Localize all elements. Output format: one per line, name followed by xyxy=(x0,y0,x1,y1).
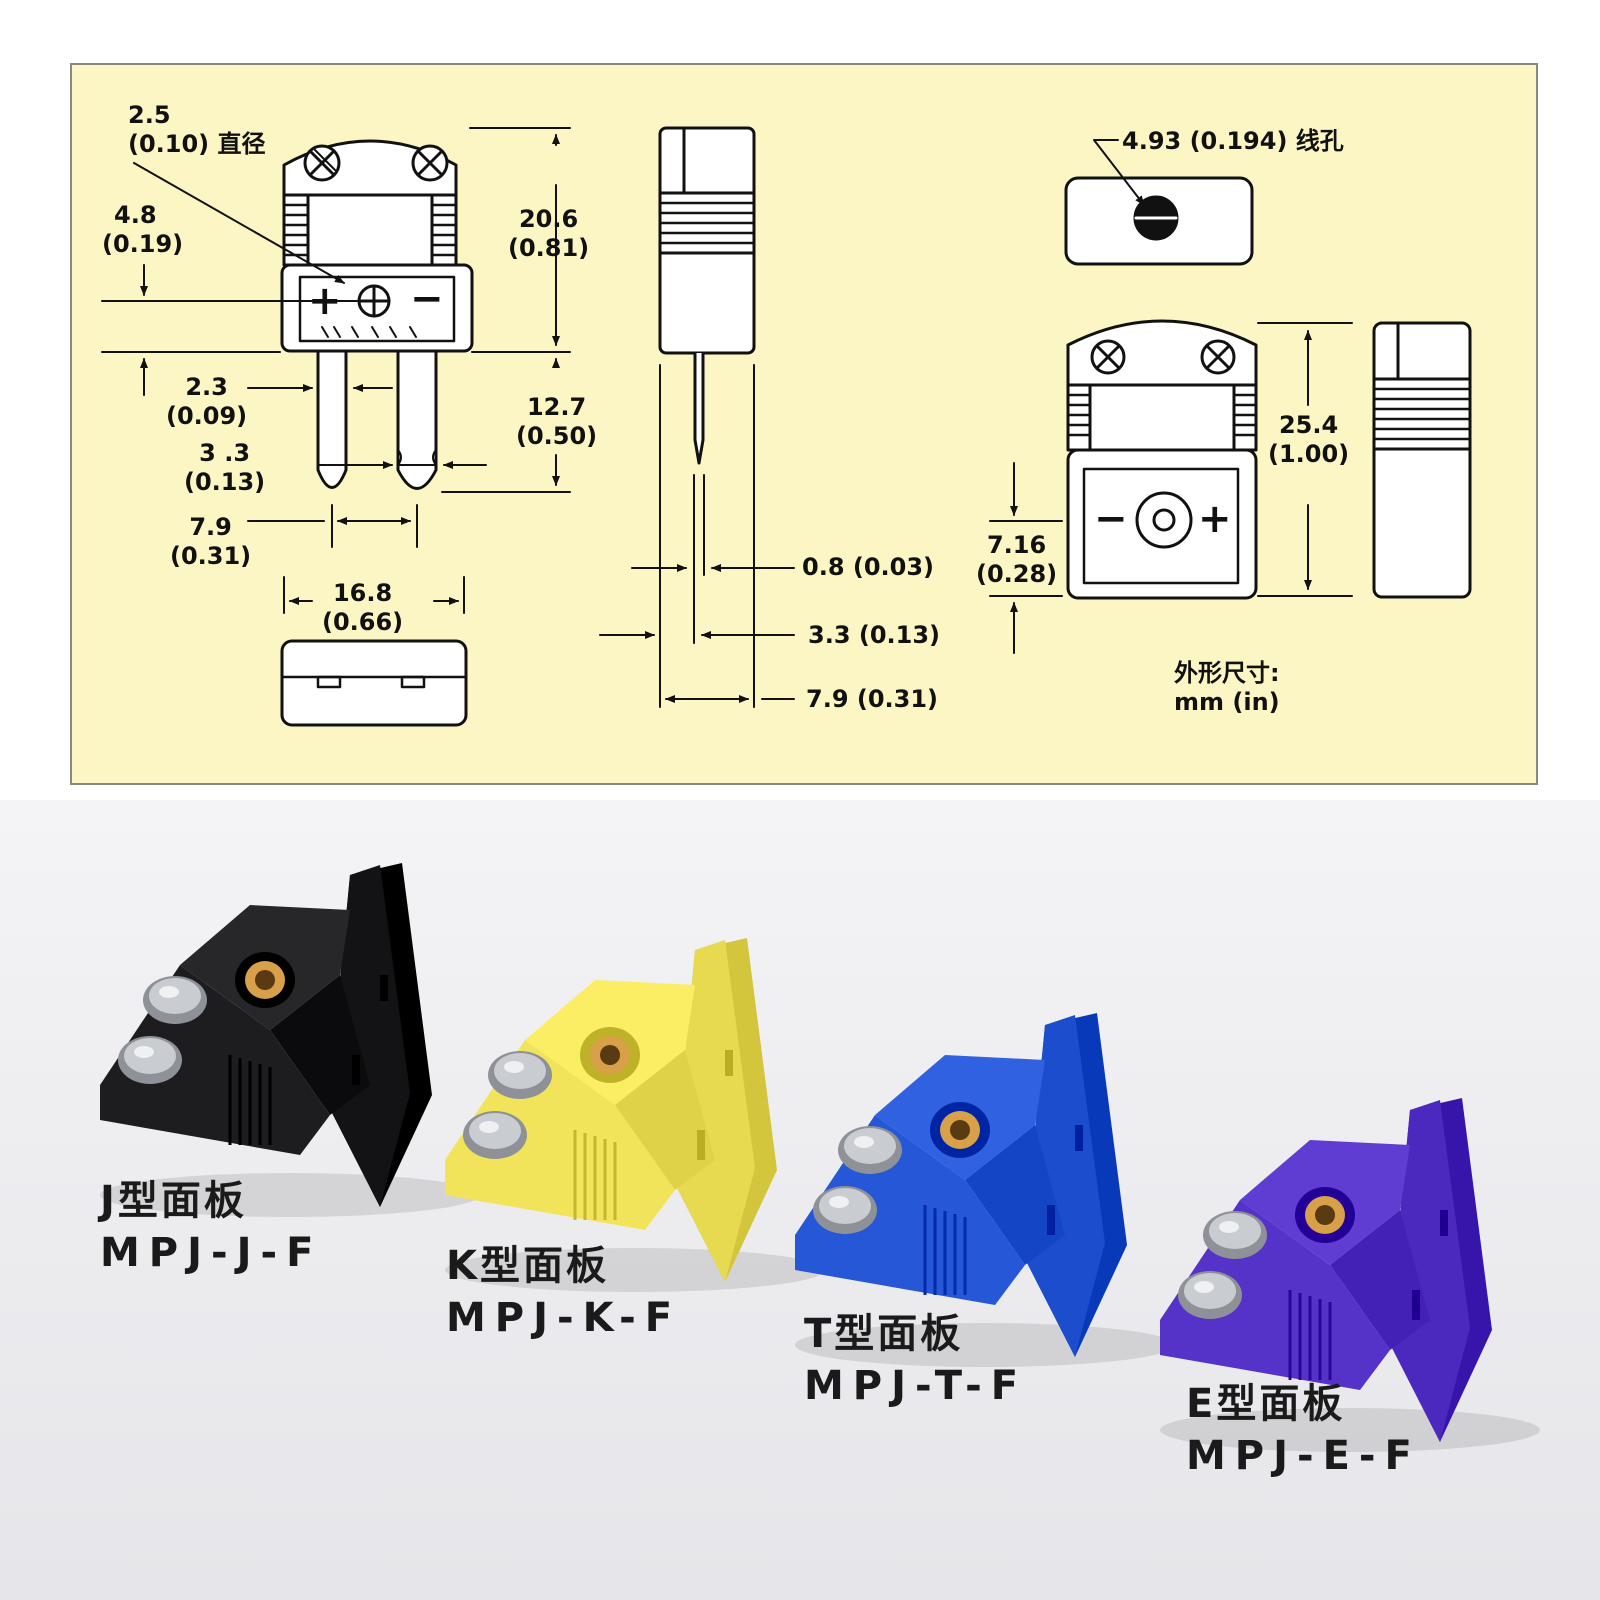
dim-25-4: 25.4(1.00) xyxy=(1268,411,1350,468)
dim-20-6: 20.6(0.81) xyxy=(508,205,590,262)
dim-7-16: 7.16(0.28) xyxy=(976,531,1058,588)
connector-illustrations xyxy=(100,863,1540,1452)
dim-3-3: 3 .3(0.13) xyxy=(184,439,266,496)
minus-symbol: − xyxy=(410,276,444,322)
front-dimension-lines xyxy=(101,127,571,548)
dim-hole-diameter: 2.5(0.10) 直径 xyxy=(128,101,266,158)
dimension-drawing: + − − + 2.5(0.10) 直径 4.8(0.19) 20.6(0.81… xyxy=(70,63,1538,785)
socket-front-view xyxy=(1066,319,1258,600)
plus-symbol: + xyxy=(308,278,342,324)
dim-2-3: 2.3(0.09) xyxy=(166,373,248,430)
side-dimension-lines xyxy=(599,364,795,708)
dim-side-3-3: 3.3 (0.13) xyxy=(808,621,941,649)
socket-dimension-lines xyxy=(989,322,1353,654)
socket-minus-symbol: − xyxy=(1094,496,1128,542)
socket-top-view xyxy=(1064,139,1254,266)
dim-4-8: 4.8(0.19) xyxy=(102,201,184,258)
plug-side-view xyxy=(658,126,756,465)
socket-side-view xyxy=(1372,321,1472,599)
connector-e xyxy=(1160,1098,1540,1452)
connector-t xyxy=(795,1013,1175,1367)
dim-7-9: 7.9(0.31) xyxy=(170,513,252,570)
plug-front-view xyxy=(280,139,474,490)
socket-plus-symbol: + xyxy=(1198,496,1232,542)
plug-bottom-view xyxy=(280,576,468,727)
dim-side-0-8: 0.8 (0.03) xyxy=(802,553,935,581)
dim-12-7: 12.7(0.50) xyxy=(516,393,598,450)
dim-16-8: 16.8(0.66) xyxy=(322,579,404,636)
dim-side-7-9: 7.9 (0.31) xyxy=(806,685,939,713)
connector-k xyxy=(445,938,825,1292)
connector-j xyxy=(100,863,480,1217)
drawing-lines xyxy=(101,126,1472,727)
units-note: 外形尺寸:mm (in) xyxy=(1174,659,1280,716)
dim-wire-hole: 4.93 (0.194) 线孔 xyxy=(1122,127,1344,155)
